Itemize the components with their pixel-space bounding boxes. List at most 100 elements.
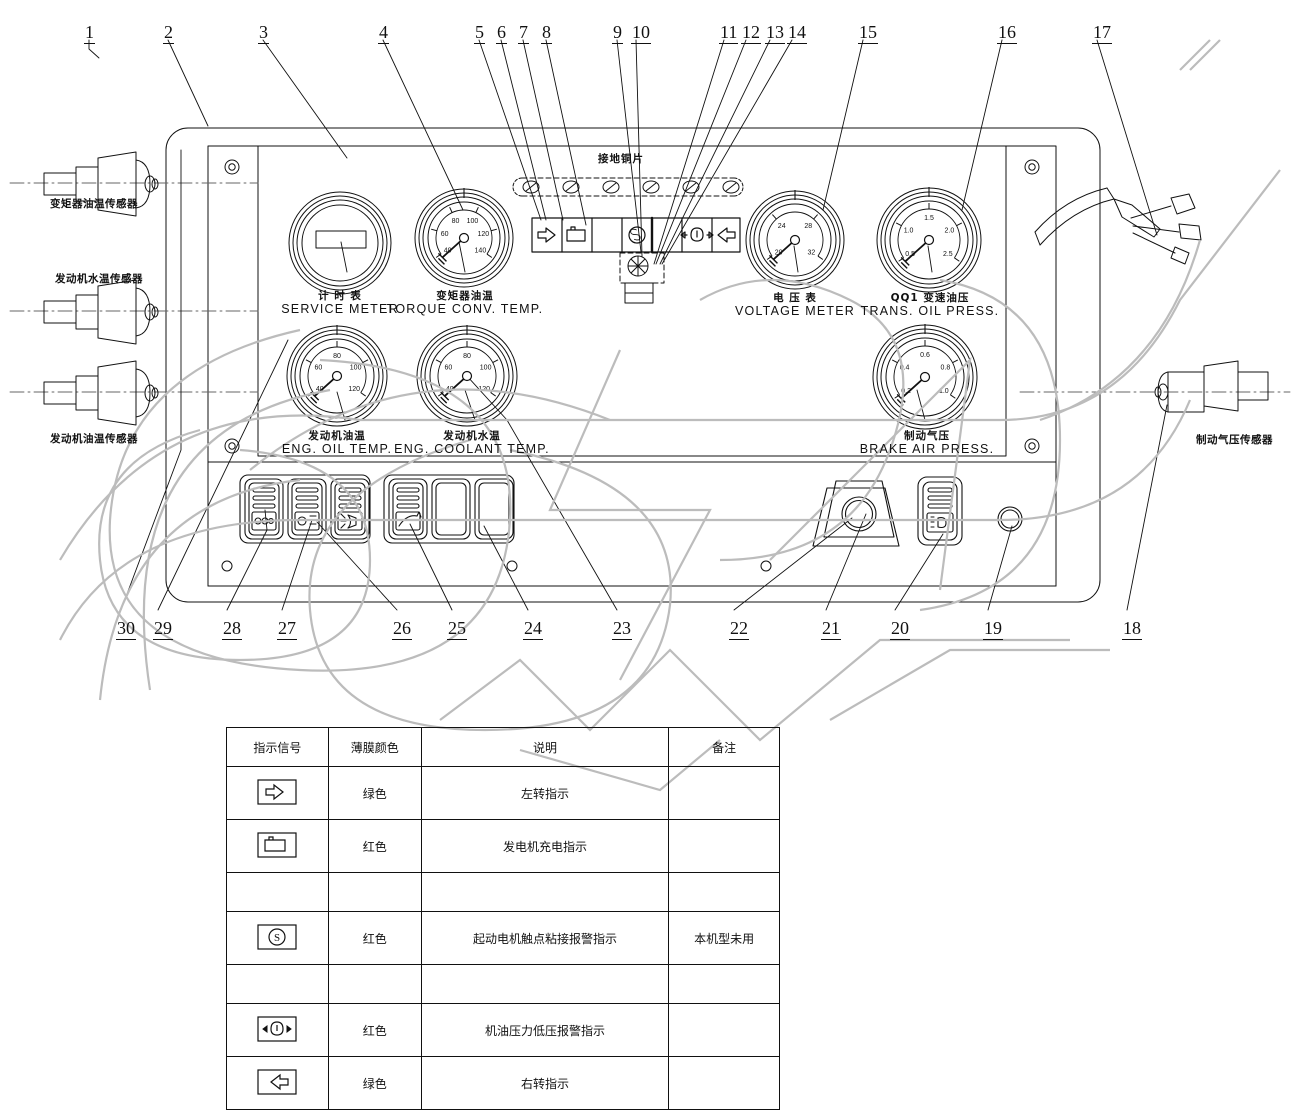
gauge-tick-label: 0.6 <box>920 352 930 359</box>
callout-24: 24 <box>523 618 543 640</box>
legend-header-row: 指示信号薄膜颜色说明备注 <box>226 727 780 767</box>
legend-row <box>226 872 780 912</box>
legend-icon-cell <box>226 1056 329 1110</box>
callout-number: 9 <box>612 22 623 44</box>
gauge-tick-label: 28 <box>804 223 812 230</box>
gauge-tick-label: 0.8 <box>941 364 951 371</box>
gauge-tick-label: 60 <box>441 231 449 238</box>
gauge-tick-label: 120 <box>477 231 489 238</box>
callout-number: 4 <box>378 22 389 44</box>
callout-number: 8 <box>541 22 552 44</box>
callout-number: 24 <box>523 618 543 640</box>
callout-30: 30 <box>116 618 136 640</box>
callout-number: 29 <box>153 618 173 640</box>
callout-4: 4 <box>378 22 389 44</box>
gauge-tick-label: 32 <box>807 249 815 256</box>
callout-number: 18 <box>1122 618 1142 640</box>
callout-12: 12 <box>741 22 761 44</box>
callout-14: 14 <box>787 22 807 44</box>
gauge-caption-service-meter: 计 时 表 SERVICE METER <box>250 288 430 316</box>
callout-number: 17 <box>1092 22 1112 44</box>
callout-15: 15 <box>858 22 878 44</box>
legend-remark-cell: 本机型未用 <box>668 911 780 965</box>
callout-number: 6 <box>496 22 507 44</box>
callout-number: 14 <box>787 22 807 44</box>
callout-number: 28 <box>222 618 242 640</box>
gauge-tick-label: 0.4 <box>900 364 910 371</box>
caption-en: ENG. OIL TEMP. <box>281 442 393 456</box>
legend-remark-cell <box>668 819 780 873</box>
legend-color-cell: 绿色 <box>327 766 422 820</box>
caption-cn: QQ1 变速油压 <box>890 292 970 304</box>
gauge-tick-label: 80 <box>333 353 341 360</box>
caption-cn: 电 压 表 <box>773 292 817 304</box>
gauge-tick-label: 80 <box>463 353 471 360</box>
legend-row: 红色机油压力低压报警指示 <box>226 1003 780 1057</box>
caption-cn: 制动气压 <box>904 430 950 442</box>
callout-number: 30 <box>116 618 136 640</box>
callout-number: 26 <box>392 618 412 640</box>
callout-number: 23 <box>612 618 632 640</box>
callout-number: 25 <box>447 618 467 640</box>
legend-icon-cell <box>226 872 329 912</box>
callout-number: 16 <box>997 22 1017 44</box>
callout-2: 2 <box>163 22 174 44</box>
caption-en: TRANS. OIL PRESS. <box>860 304 1000 318</box>
callout-1: 1 <box>84 22 95 44</box>
callout-number: 1 <box>84 22 95 44</box>
legend-color-cell: 绿色 <box>327 1056 422 1110</box>
legend-icon-cell <box>226 1003 329 1057</box>
legend-remark-cell <box>668 1056 780 1110</box>
legend-row: 绿色右转指示 <box>226 1056 780 1110</box>
sensor-label-engine-oil-temp: 发动机油温传感器 <box>50 433 138 445</box>
callout-number: 13 <box>765 22 785 44</box>
callout-number: 7 <box>518 22 529 44</box>
legend-desc-cell: 起动电机触点粘接报警指示 <box>420 911 670 965</box>
callout-29: 29 <box>153 618 173 640</box>
callout-8: 8 <box>541 22 552 44</box>
callout-number: 3 <box>258 22 269 44</box>
gauge-caption-trans-oil-press: QQ1 变速油压 TRANS. OIL PRESS. <box>838 290 1022 318</box>
gauge-tick-label: 80 <box>452 218 460 225</box>
legend-header-cell: 说明 <box>420 727 670 767</box>
callout-26: 26 <box>392 618 412 640</box>
legend-remark-cell <box>668 872 780 912</box>
caption-cn: 发动机油温 <box>308 430 366 442</box>
caption-en: ENG. COOLANT TEMP. <box>394 442 550 456</box>
gauge-caption-voltage-meter: 电 压 表 VOLTAGE METER <box>705 290 885 318</box>
gauge-caption-torque-conv-temp: 变矩器油温 TORQUE CONV. TEMP. <box>370 288 560 316</box>
legend-header-cell: 指示信号 <box>226 727 329 767</box>
callout-number: 11 <box>719 22 739 44</box>
gauge-trans-oil-press: 0.51.01.52.02.5 <box>876 187 982 293</box>
legend-row <box>226 964 780 1004</box>
callout-16: 16 <box>997 22 1017 44</box>
legend-desc-cell <box>420 964 670 1004</box>
ground-strip-label: 接地铜片 <box>598 153 644 165</box>
callout-number: 19 <box>983 618 1003 640</box>
callout-21: 21 <box>821 618 841 640</box>
callout-25: 25 <box>447 618 467 640</box>
gauge-brake-air-press: 0.20.40.60.81.0 <box>872 324 978 430</box>
callout-number: 20 <box>890 618 910 640</box>
legend-desc-cell: 右转指示 <box>420 1056 670 1110</box>
legend-remark-cell <box>668 964 780 1004</box>
legend-desc-cell: 左转指示 <box>420 766 670 820</box>
caption-cn: 变矩器油温 <box>436 290 494 302</box>
gauge-tick-label: 2.0 <box>945 227 955 234</box>
legend-desc-cell: 机油压力低压报警指示 <box>420 1003 670 1057</box>
callout-28: 28 <box>222 618 242 640</box>
callout-23: 23 <box>612 618 632 640</box>
legend-icon-cell <box>226 964 329 1004</box>
caption-en: TORQUE CONV. TEMP. <box>386 302 544 316</box>
callout-9: 9 <box>612 22 623 44</box>
legend-desc-cell <box>420 872 670 912</box>
gauge-tick-label: 1.0 <box>939 388 949 395</box>
gauge-tick-label: 100 <box>480 364 492 371</box>
callout-number: 22 <box>729 618 749 640</box>
